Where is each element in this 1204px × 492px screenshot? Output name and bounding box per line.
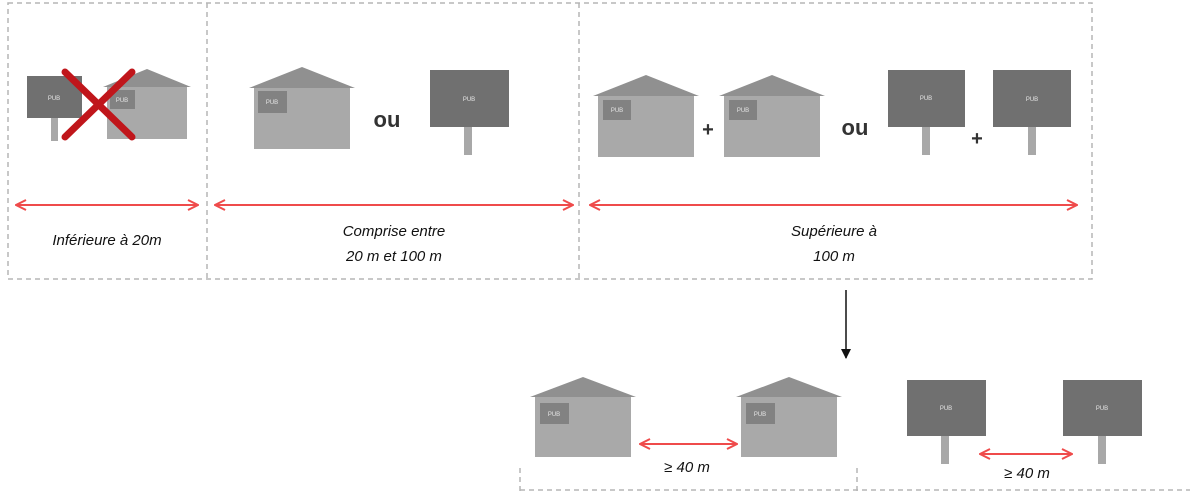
sign-on-post: PUB <box>1063 380 1142 464</box>
billboard-panel <box>430 70 509 127</box>
wall-sign-label: PUB <box>548 412 560 418</box>
wall-sign <box>258 91 287 113</box>
wall-sign-label: PUB <box>754 412 766 418</box>
section-more-than-100m: PUB + PUB ou PUB + PUB Supérieure à 100 … <box>590 70 1077 265</box>
spacing-label-signs: ≥ 40 m <box>1004 465 1050 482</box>
billboard-label: PUB <box>463 97 475 103</box>
plus-sign: + <box>971 128 983 150</box>
house-with-sign: PUB <box>530 377 636 457</box>
section-less-than-20m: PUB PUB Inférieure à 20m <box>16 68 198 249</box>
wall-sign <box>540 403 569 424</box>
or-connector: ou <box>374 107 401 132</box>
wall-sign <box>746 403 775 424</box>
house-with-sign: PUB <box>719 75 825 157</box>
house-with-sign: PUB <box>103 69 191 139</box>
wall-sign <box>110 90 135 109</box>
billboard-panel <box>888 70 965 127</box>
wall-sign-label: PUB <box>266 100 278 106</box>
section-20m-to-100m: PUB ou PUB Comprise entre 20 m et 100 m <box>215 67 573 265</box>
top-frame <box>7 2 1093 280</box>
or-connector: ou <box>842 115 869 140</box>
billboard-panel <box>907 380 986 436</box>
label-20m-to-100m-line2: 20 m et 100 m <box>345 248 442 265</box>
wall-sign-label: PUB <box>737 108 749 114</box>
frame-outline <box>7 2 1093 280</box>
sign-on-post: PUB <box>888 70 965 155</box>
wall-sign <box>603 100 631 120</box>
spacing-label-houses: ≥ 40 m <box>664 459 710 476</box>
billboard-label: PUB <box>920 96 932 102</box>
forbidden-cross-icon <box>61 68 136 141</box>
wall-sign-label: PUB <box>611 108 623 114</box>
detail-signs-spacing: PUB PUB ≥ 40 m <box>907 380 1142 482</box>
billboard-panel <box>1063 380 1142 436</box>
billboard-label: PUB <box>48 96 60 102</box>
sign-on-post: PUB <box>907 380 986 464</box>
sign-on-post: PUB <box>430 70 509 155</box>
billboard-label: PUB <box>1096 406 1108 412</box>
house-with-sign: PUB <box>249 67 355 149</box>
billboard-panel <box>993 70 1071 127</box>
label-less-than-20m: Inférieure à 20m <box>52 232 161 249</box>
billboard-label: PUB <box>1026 97 1038 103</box>
sign-on-post: PUB <box>993 70 1071 155</box>
house-with-sign: PUB <box>736 377 842 457</box>
house-with-sign: PUB <box>593 75 699 157</box>
label-20m-to-100m-line1: Comprise entre <box>343 223 446 240</box>
label-more-than-100m-line2: 100 m <box>813 248 855 265</box>
detail-houses-spacing: PUB PUB ≥ 40 m <box>530 377 842 476</box>
plus-sign: + <box>702 119 714 141</box>
label-more-than-100m-line1: Supérieure à <box>791 223 877 240</box>
billboard-label: PUB <box>940 406 952 412</box>
wall-sign <box>729 100 757 120</box>
detail-frame <box>519 468 1190 492</box>
wall-sign-label: PUB <box>116 98 128 104</box>
